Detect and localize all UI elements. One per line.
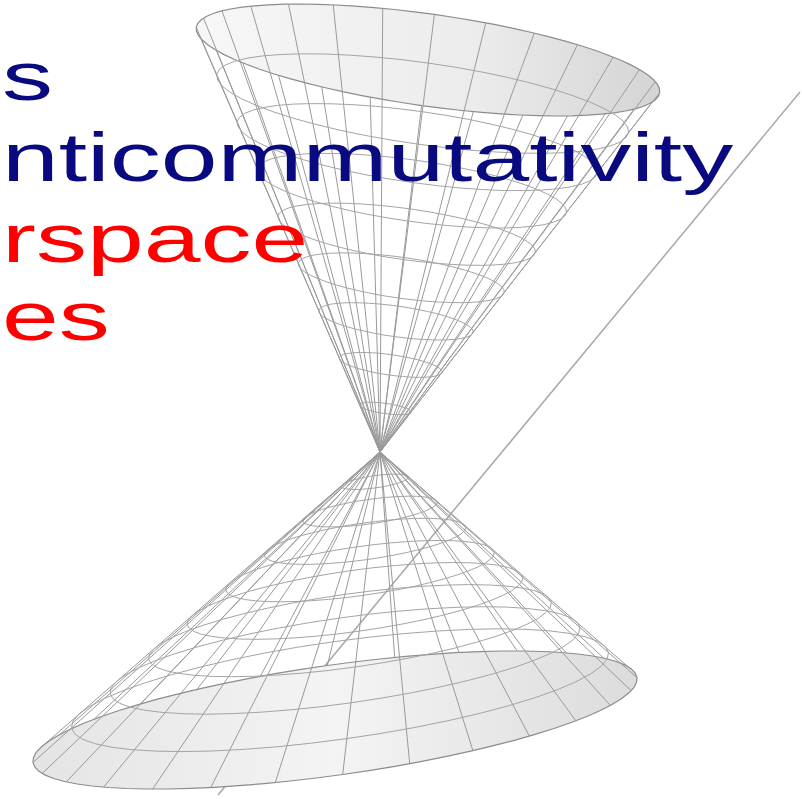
lower-cone-ring: [72, 629, 609, 752]
upper-cone-generator: [380, 8, 383, 452]
upper-cone-ring: [319, 303, 473, 340]
lower-cone-generator: [380, 452, 637, 678]
lower-cone-ring: [149, 585, 552, 677]
lower-cone-generator: [380, 452, 604, 658]
lower-cone-ring: [341, 474, 408, 489]
upper-cone-generator: [380, 23, 486, 452]
lower-cone-ring: [110, 607, 580, 715]
upper-cone-generator: [380, 33, 534, 452]
upper-cone-generator: [380, 14, 434, 452]
upper-cone-generator: [333, 5, 380, 452]
lower-cone-generator: [380, 452, 610, 705]
lower-cone-rim: [33, 651, 637, 789]
lower-cone-ring: [264, 518, 465, 564]
lower-cone-generator: [39, 452, 380, 749]
lower-cone-fill: [33, 452, 637, 789]
lower-cone-generator: [42, 452, 380, 774]
slide-text: s: [2, 42, 53, 110]
lower-cone-generator: [104, 452, 380, 787]
upper-cone-ring: [339, 353, 442, 378]
lower-cone-generator: [60, 452, 380, 735]
lower-cone-generator: [380, 452, 628, 667]
upper-cone-rim: [196, 4, 659, 116]
slide-text: nticommutativity: [2, 123, 733, 191]
upper-cone-generator: [380, 45, 578, 452]
lower-cone-generator: [380, 452, 576, 721]
lower-cone: [33, 452, 637, 789]
lower-cone-generator: [141, 452, 380, 704]
lower-cone-generator: [66, 452, 380, 782]
lower-cone-generator: [94, 452, 380, 719]
slide-text: es: [2, 282, 110, 350]
lower-cone-generator: [380, 452, 410, 764]
upper-cone-ring: [298, 253, 504, 303]
lower-cone-ring: [187, 563, 523, 640]
upper-cone-ring: [278, 203, 536, 265]
lower-cone-generator: [380, 452, 631, 691]
slide-text: rspace: [2, 204, 308, 272]
upper-cone-generator: [380, 57, 613, 452]
lower-cone-generator: [380, 452, 459, 653]
upper-cone-ring: [360, 402, 412, 415]
